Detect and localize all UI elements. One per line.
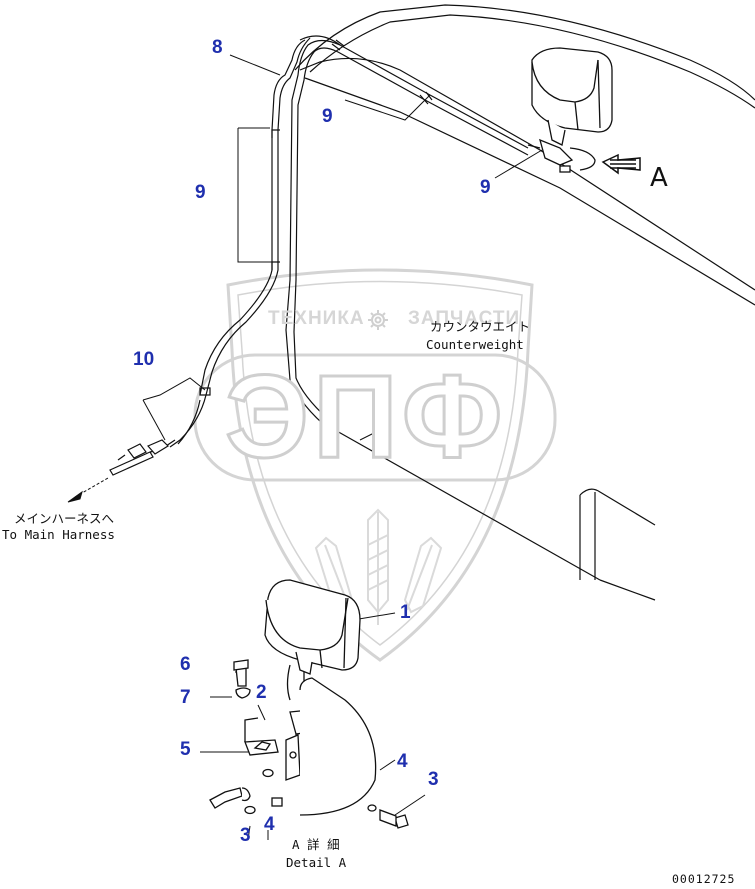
callout-10: 10 [133, 349, 155, 370]
watermark-big-letters: ЭПФ [223, 351, 507, 483]
watermark-right-word: ЗАПЧАСТИ [408, 308, 521, 329]
callout-6: 6 [180, 654, 191, 675]
callout-5: 5 [180, 739, 191, 760]
callout-3-right: 3 [428, 769, 439, 790]
drawing-number: 00012725 [672, 872, 736, 886]
counterweight-label-en: Counterweight [426, 337, 524, 352]
harness-label-en: To Main Harness [2, 527, 115, 542]
detail-label-jp: A 詳 細 [292, 837, 340, 852]
top-work-lamp [527, 47, 613, 173]
view-arrow-icon [601, 153, 641, 175]
callout-1: 1 [400, 602, 411, 623]
detail-lamp [264, 579, 361, 712]
callout-4-bottom: 4 [264, 814, 275, 835]
callout-4-right: 4 [397, 751, 408, 772]
callout-8: 8 [212, 37, 223, 58]
counterweight-outline [294, 4, 755, 601]
callout-3-bottom: 3 [240, 825, 251, 846]
wire-harness [149, 35, 529, 453]
callout-9-left: 9 [195, 182, 206, 203]
detail-label-en: Detail A [286, 855, 347, 870]
view-letter: A [650, 163, 668, 193]
gear-icon [368, 310, 388, 330]
callout-9-top: 9 [322, 106, 333, 127]
harness-connectors [109, 439, 169, 476]
arrow-left-icon [67, 477, 109, 503]
harness-label-jp: メインハーネスへ [14, 511, 115, 526]
watermark-left-word: ТЕХНИКА [268, 308, 365, 329]
callout-7: 7 [180, 687, 191, 708]
counterweight-label-jp: カウンタウエイト [430, 319, 531, 334]
callout-2: 2 [256, 682, 267, 703]
callout-9-right: 9 [480, 177, 491, 198]
detail-bracket [209, 659, 409, 829]
